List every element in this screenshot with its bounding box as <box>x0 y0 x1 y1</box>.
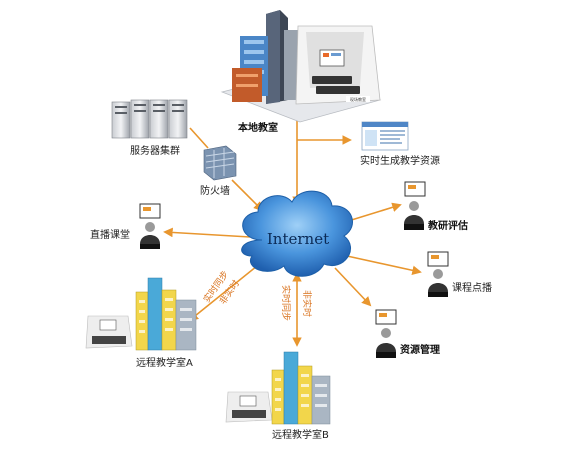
remote-b-label: 远程教学室B <box>272 428 329 441</box>
classroom-sign: 现场教室 <box>350 96 366 102</box>
arrow-course-vod <box>346 255 422 276</box>
internet-label: Internet <box>267 230 329 248</box>
firewall-label: 防火墙 <box>200 184 230 197</box>
remote-a-label: 远程教学室A <box>136 356 193 369</box>
arrow-research-eval <box>344 202 402 223</box>
arrow-firewall-cloud <box>231 179 264 212</box>
research-eval-workstation <box>404 181 426 230</box>
link-label-b-sync: 实时同步 <box>280 285 292 321</box>
arrow-remote-a <box>188 260 264 322</box>
realtime-resources-thumbnail <box>361 121 409 151</box>
arrow-server-firewall <box>189 127 209 149</box>
link-label-b-async: 非实时 <box>301 290 313 317</box>
resource-mgmt-workstation <box>375 309 397 358</box>
internet-cloud: Internet <box>241 190 354 277</box>
local-classroom-label: 本地教室 <box>238 121 278 134</box>
resource-mgmt-label: 资源管理 <box>400 343 440 356</box>
arrow-resource-mgmt <box>334 267 372 307</box>
server-cluster-icon <box>111 99 188 139</box>
realtime-resources-label: 实时生成教学资源 <box>360 154 440 167</box>
local-classroom-illustration: 现场教室 <box>220 10 382 123</box>
research-eval-label: 教研评估 <box>427 219 468 232</box>
arrow-live-class <box>163 227 251 238</box>
live-class-label: 直播课堂 <box>90 228 130 241</box>
course-vod-label: 课程点播 <box>452 281 492 294</box>
connection-arrows <box>163 110 422 347</box>
live-class-workstation <box>139 203 161 249</box>
remote-b-illustration <box>225 351 331 425</box>
course-vod-workstation <box>427 251 449 297</box>
firewall-icon <box>203 145 237 181</box>
remote-a-illustration <box>85 277 197 351</box>
server-cluster-label: 服务器集群 <box>130 144 180 157</box>
